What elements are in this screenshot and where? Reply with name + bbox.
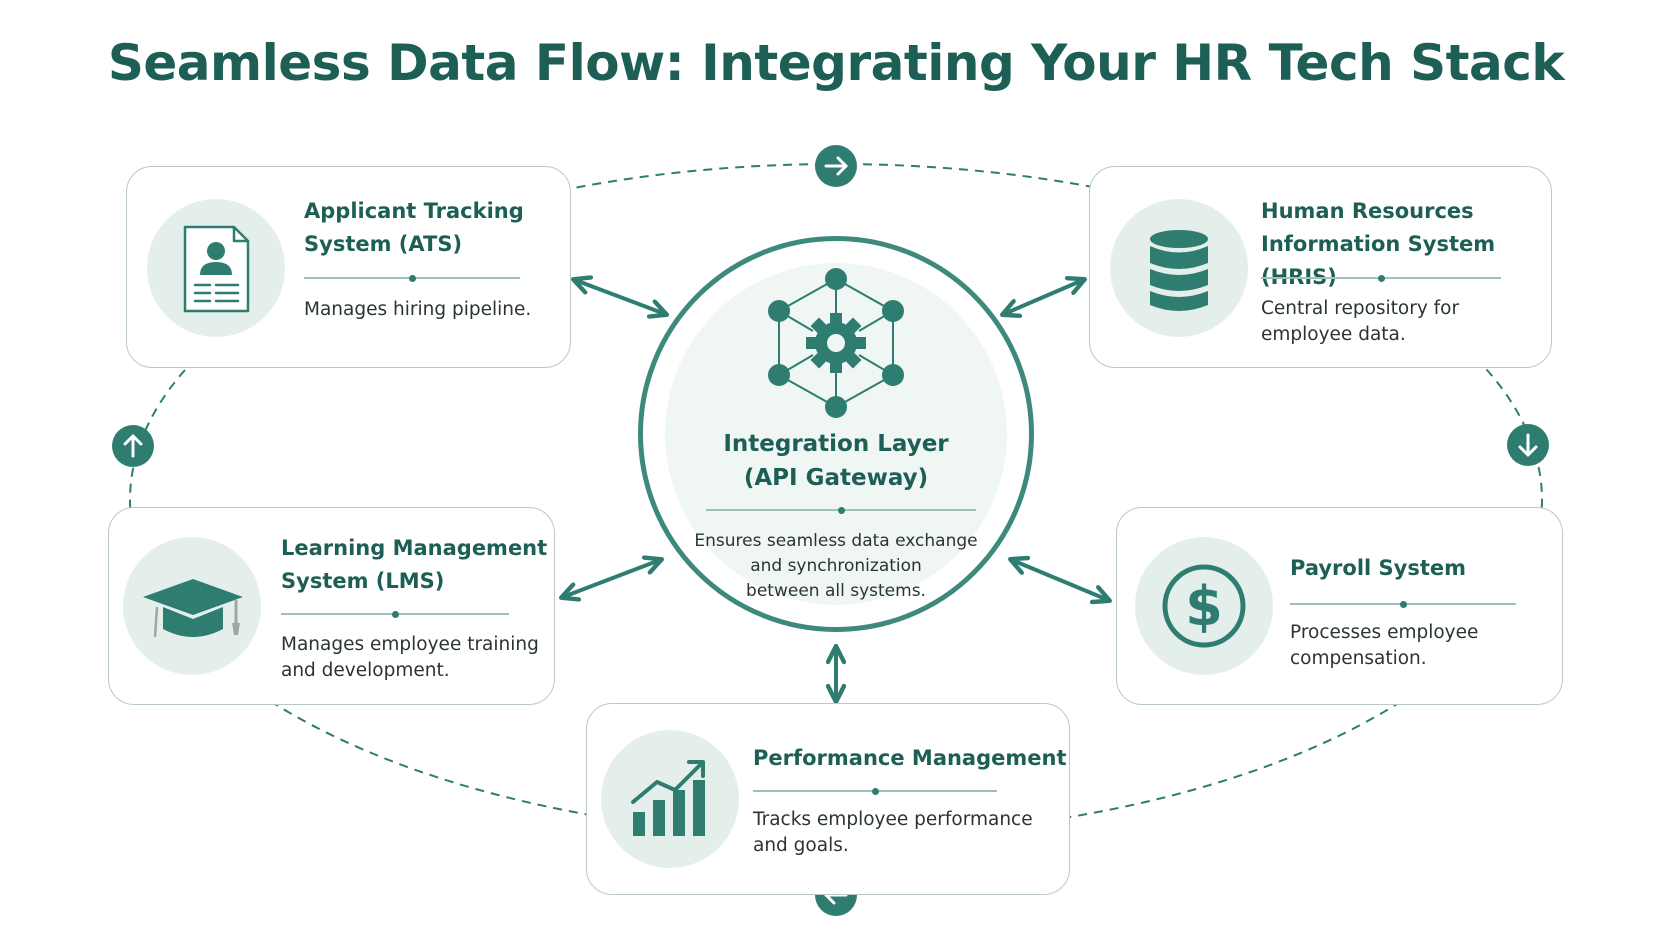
connector-hris	[1004, 280, 1083, 314]
performance-divider	[753, 788, 997, 794]
graduation-cap-icon	[143, 579, 243, 638]
hris-divider	[1261, 275, 1501, 281]
ats-divider	[304, 275, 520, 281]
hub-description: Ensures seamless data exchange and synch…	[694, 531, 978, 601]
database-icon	[1150, 230, 1208, 311]
ats-card[interactable]: Applicant Tracking System (ATS) Manages …	[126, 166, 571, 368]
dollar-icon: $	[1162, 564, 1246, 648]
performance-card[interactable]: Performance Management Tracks employee p…	[586, 703, 1070, 895]
hris-title: Human Resources Information System (HRIS…	[1261, 199, 1496, 289]
hub-divider	[706, 507, 976, 513]
lms-title: Learning Management System (LMS)	[281, 536, 548, 593]
svg-text:$: $	[1185, 575, 1223, 638]
hris-description: Central repository for employee data.	[1261, 298, 1460, 345]
payroll-icon-circle: $	[1135, 537, 1273, 675]
hris-icon-circle	[1110, 199, 1248, 337]
diagram-title: Seamless Data Flow: Integrating Your HR …	[107, 34, 1565, 92]
flow-arrow-down-icon	[1507, 424, 1549, 466]
ats-icon-circle	[147, 199, 285, 337]
ats-description: Manages hiring pipeline.	[304, 299, 532, 320]
growth-chart-icon	[631, 760, 705, 836]
connector-ats	[575, 280, 665, 314]
hub-title: Integration Layer (API Gateway)	[723, 431, 949, 491]
hris-card[interactable]: Human Resources Information System (HRIS…	[1089, 166, 1552, 368]
payroll-card[interactable]: $ Payroll System Processes employee comp…	[1116, 507, 1563, 705]
payroll-description: Processes employee compensation.	[1290, 622, 1479, 669]
payroll-divider	[1290, 601, 1516, 607]
performance-description: Tracks employee performance and goals.	[753, 809, 1033, 856]
lms-description: Manages employee training and developmen…	[281, 634, 539, 681]
flow-arrow-up-icon	[112, 425, 154, 467]
integration-hub[interactable]: Integration Layer (API Gateway) Ensures …	[638, 236, 1034, 632]
lms-divider	[281, 611, 509, 617]
ats-title: Applicant Tracking System (ATS)	[304, 199, 524, 256]
lms-card[interactable]: Learning Management System (LMS) Manages…	[108, 507, 555, 705]
performance-icon-circle	[601, 730, 739, 868]
performance-title: Performance Management	[753, 746, 1067, 770]
connector-payroll	[1012, 560, 1108, 600]
connector-lms	[563, 560, 660, 597]
resume-icon	[183, 225, 250, 313]
payroll-title: Payroll System	[1290, 556, 1467, 580]
lms-icon-circle	[123, 537, 261, 675]
network-gear-icon	[768, 268, 904, 418]
flow-arrow-right-icon	[815, 145, 857, 187]
